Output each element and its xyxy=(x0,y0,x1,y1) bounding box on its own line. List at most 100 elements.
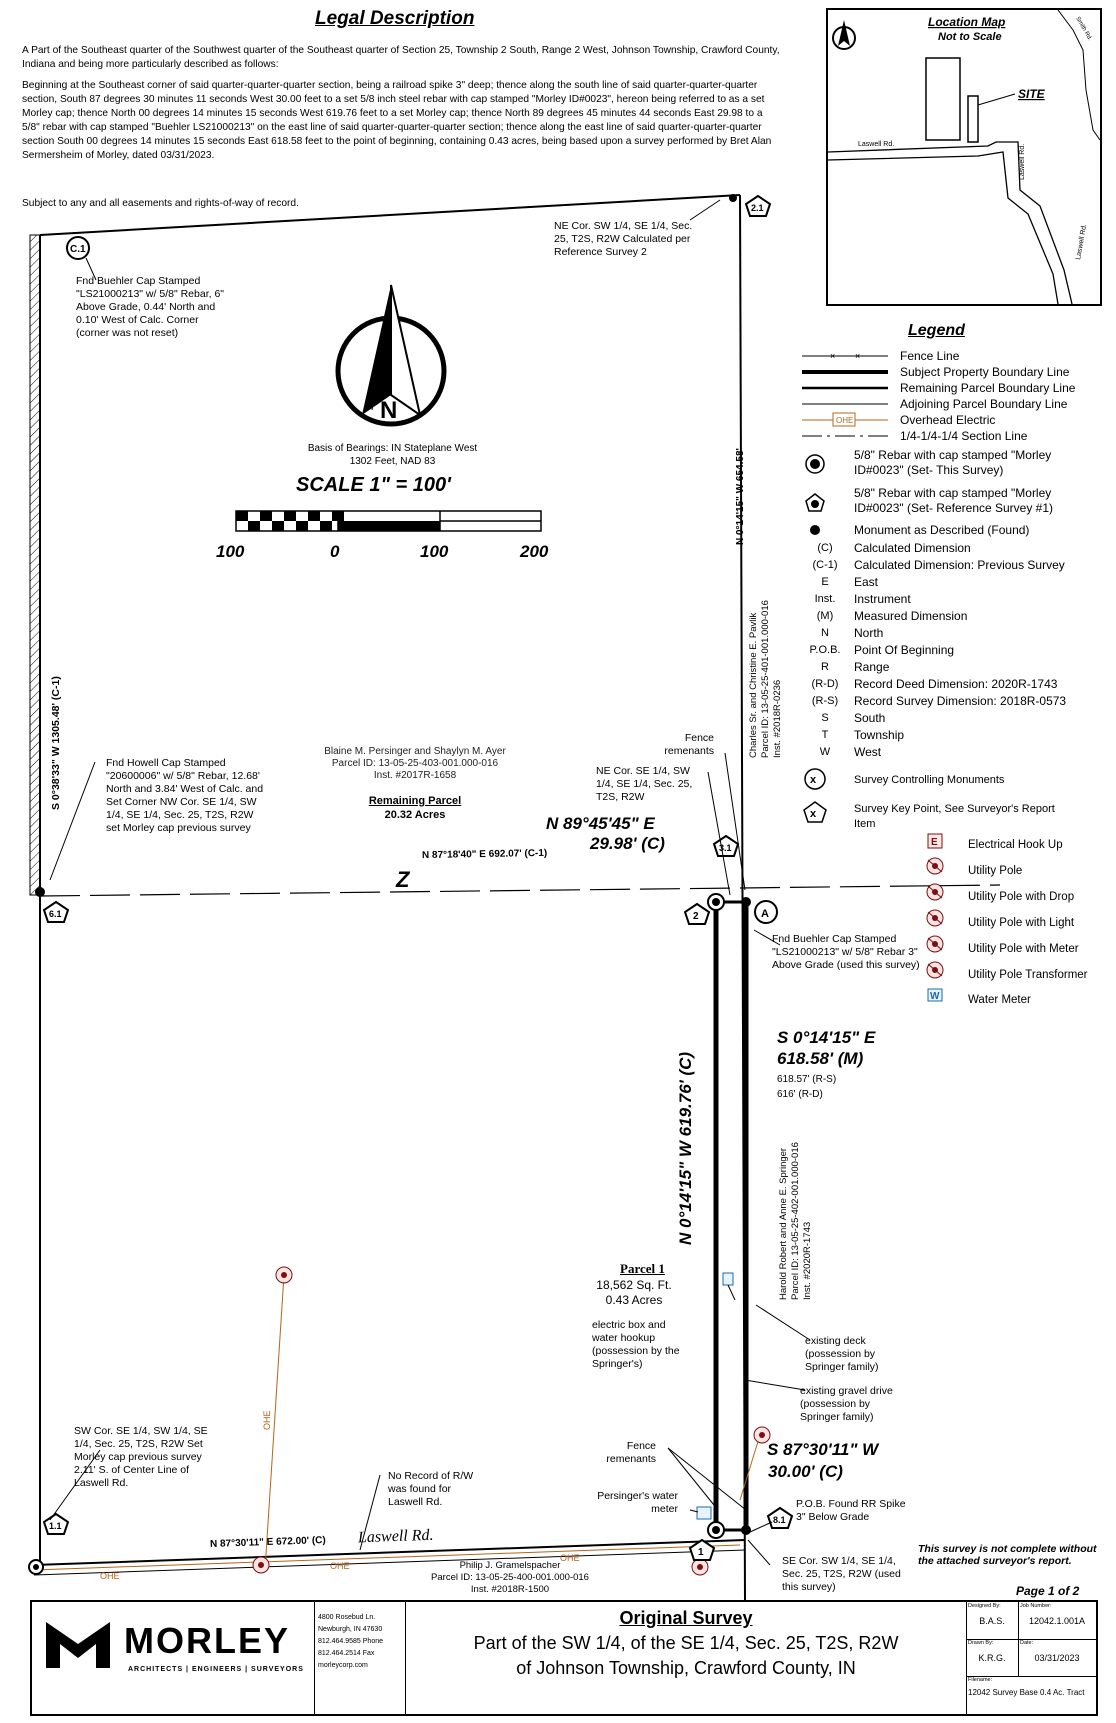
set-rebar-icon xyxy=(805,454,825,474)
control-point-a xyxy=(754,900,778,924)
key-point-6-1-label: 6.1 xyxy=(49,909,62,919)
note-existing-deck: existing deck (possession by Springer fa… xyxy=(805,1335,879,1373)
note-no-rw: No Record of R/W was found for Laswell R… xyxy=(388,1470,474,1508)
owner-persinger-id: Parcel ID: 13-05-25-403-001.000-016 xyxy=(331,758,499,769)
laswell-road-line xyxy=(827,141,1073,305)
owner-springer-id: Parcel ID: 13-05-25-402-001.000-016 xyxy=(790,1142,801,1300)
abbr-key: R xyxy=(821,661,829,673)
abbr-val: Calculated Dimension: Previous Survey xyxy=(854,558,1065,572)
note-water-meter: Persinger's water meter xyxy=(597,1490,678,1515)
note-sw-corner: SW Cor. SE 1/4, SW 1/4, SE 1/4, Sec. 25,… xyxy=(74,1425,208,1489)
owner-pavlik: Charles Sr. and Christine E. Pavlik Parc… xyxy=(748,568,784,758)
abbr-val: Calculated Dimension xyxy=(854,541,971,555)
key-point-2-1-label: 2.1 xyxy=(751,203,764,213)
abbr-val: Instrument xyxy=(854,592,911,606)
legal-para-1: A Part of the Southeast quarter of the S… xyxy=(22,45,780,70)
legend-utility-pole: Utility Pole xyxy=(968,865,1023,877)
remaining-parcel-title: Remaining Parcel xyxy=(368,795,462,807)
electrical-hookup-tag: E xyxy=(931,837,938,848)
legend-adjoining-boundary: Adjoining Parcel Boundary Line xyxy=(900,397,1068,411)
note-howell-cap: Fnd Howell Cap Stamped "20600006" w/ 5/8… xyxy=(106,757,264,834)
note-fence-top: Fence remenants xyxy=(664,732,714,757)
note-buehler-a: Fnd Buehler Cap Stamped "LS21000213" w/ … xyxy=(772,933,920,971)
owner-springer-name: Harold Robert and Anne E. Springer xyxy=(778,1147,789,1300)
ohe-label: OHE xyxy=(262,1410,272,1430)
filename-value: 12042 Survey Base 0.4 Ac. Tract xyxy=(968,1688,1085,1697)
date-cell: Date: 03/31/2023 xyxy=(1018,1639,1096,1677)
address-line: 812.464.9585 Phone xyxy=(318,1638,384,1645)
key-point-3-1-label: 3.1 xyxy=(719,843,732,853)
owner-persinger-name: Blaine M. Persinger and Shaylyn M. Ayer xyxy=(324,746,506,757)
legend-utility-pole-drop: Utility Pole with Drop xyxy=(968,891,1075,903)
location-map-subtitle: Not to Scale xyxy=(938,31,1002,43)
key-point-1 xyxy=(688,1538,716,1561)
abbr-val: West xyxy=(854,745,882,759)
utility-pole-drop-icon xyxy=(926,883,944,901)
bearing-east-line: N 0°14'15" W 654.58' xyxy=(735,448,746,545)
key-point-2 xyxy=(683,902,711,925)
bearing-east-dist: 618.58' (M) xyxy=(777,1049,864,1068)
owner-pavlik-inst: Inst. #2018R-0236 xyxy=(772,679,783,758)
legend-utility-pole-meter: Utility Pole with Meter xyxy=(968,943,1079,955)
svg-text:x: x xyxy=(810,774,817,786)
abbr-key: P.O.B. xyxy=(809,644,841,656)
key-point-6-1 xyxy=(42,900,70,923)
svg-text:×: × xyxy=(830,351,835,361)
date-value: 03/31/2023 xyxy=(1034,1653,1080,1663)
abbr-key: (C-1) xyxy=(812,559,838,571)
south-line xyxy=(33,1539,746,1566)
north-arrow-icon xyxy=(335,284,447,427)
survey-desc-1: Part of the SW 1/4, of the SE 1/4, Sec. … xyxy=(473,1633,899,1653)
bearing-east-rd: 616' (R-D) xyxy=(777,1089,823,1100)
filename-label: Filename: xyxy=(968,1677,993,1683)
bearing-top-dist: 29.98' (C) xyxy=(590,834,665,853)
key-point-2-label: 2 xyxy=(693,911,699,922)
note-fence-bottom: Fence remenants xyxy=(606,1440,656,1465)
key-point-8-1-label: 8.1 xyxy=(773,1515,786,1525)
job-number-label: Job Number: xyxy=(1020,1603,1052,1609)
legend-utility-pole-transformer: Utility Pole Transformer xyxy=(968,969,1088,981)
scale-tick-100b: 100 xyxy=(420,542,449,561)
legend-subject-boundary: Subject Property Boundary Line xyxy=(900,365,1070,379)
graphic-scale xyxy=(235,510,542,532)
abbr-val: Point Of Beginning xyxy=(854,643,955,657)
company-name: MORLEY xyxy=(124,1620,291,1661)
legend-section-line: 1/4-1/4-1/4 Section Line xyxy=(900,429,1028,443)
bearing-east-rs: 618.57' (R-S) xyxy=(777,1074,837,1085)
bearing-west-parcel: N 0°14'15" W 619.76' (C) xyxy=(676,1051,695,1245)
abbr-key: T xyxy=(821,729,829,741)
company-tagline: ARCHITECTS | ENGINEERS | SURVEYORS xyxy=(128,1666,304,1673)
utility-pole-icon xyxy=(252,1556,270,1574)
key-point-1-label: 1 xyxy=(698,1547,704,1558)
legend-set-rebar: 5/8" Rebar with cap stamped "Morley ID#0… xyxy=(854,448,1052,477)
control-point-a-label: A xyxy=(761,908,769,920)
utility-pole-icon xyxy=(691,1558,709,1576)
ohe-label: OHE xyxy=(560,1553,580,1563)
address-line: 4800 Rosebud Ln. xyxy=(318,1614,376,1621)
abbr-val: Record Deed Dimension: 2020R-1743 xyxy=(854,677,1058,691)
scale-tick-100: 100 xyxy=(216,542,245,561)
key-point-1-1 xyxy=(42,1512,70,1535)
abbr-key: W xyxy=(819,746,831,758)
legend-remaining-boundary: Remaining Parcel Boundary Line xyxy=(900,381,1076,395)
key-point-c1 xyxy=(66,236,90,260)
filename-cell: Filename: 12042 Survey Base 0.4 Ac. Trac… xyxy=(966,1676,1096,1712)
remaining-north-line xyxy=(39,194,741,236)
legend-monument-icons xyxy=(805,454,825,535)
water-meter-icon xyxy=(696,1506,712,1520)
subject-parcel xyxy=(713,900,749,1532)
set-rebar-icon xyxy=(707,893,725,911)
note-c1-cap: Fnd Buehler Cap Stamped "LS21000213" w/ … xyxy=(76,275,225,339)
designed-by-cell: Designed By: B.A.S. xyxy=(966,1602,1019,1640)
leader-lines xyxy=(49,199,811,1566)
set-rebar-icon xyxy=(28,1559,44,1575)
legend-title: Legend xyxy=(908,322,965,339)
utility-pole-transformer-icon xyxy=(926,961,944,979)
legend-electrical-hookup: Electrical Hook Up xyxy=(968,839,1063,851)
bearing-south-call: S 87°30'11" W xyxy=(767,1440,879,1459)
drawn-by-label: Drawn By: xyxy=(968,1640,994,1646)
bearing-west-line: S 0°38'33" W 1305.48' (C-1) xyxy=(50,676,62,810)
bearing-east-call: S 0°14'15" E xyxy=(777,1028,876,1047)
abbr-key: Inst. xyxy=(814,593,836,605)
abbr-key: (C) xyxy=(817,542,833,554)
